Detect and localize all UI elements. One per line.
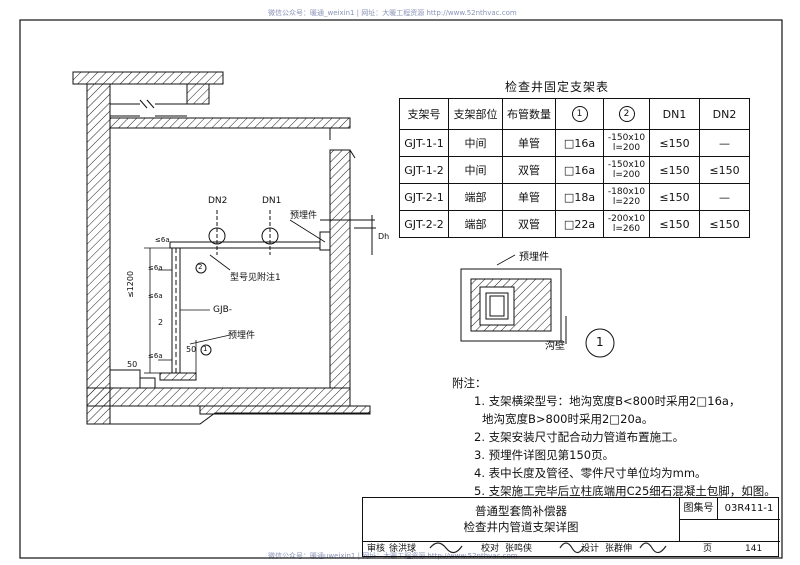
trench-wall-label: 沟壁 (545, 341, 565, 352)
atlas-number: 03R411-1 (718, 498, 780, 520)
dim-50b: 50 (127, 360, 138, 369)
design-label: 设计 (581, 544, 600, 554)
drawing-title: 普通型套筒补偿器 检查井内管道支架详图 (363, 498, 680, 542)
cell-no: GJT-2-2 (399, 210, 449, 238)
cell-pos: 端部 (448, 210, 503, 238)
dim-2: 2 (158, 318, 164, 327)
designer-name: 张群伸 (605, 544, 633, 554)
title-block-blank (680, 520, 780, 542)
detail-circle (585, 328, 615, 358)
cell-c1: □18a (555, 183, 604, 211)
b6a-label-3: ≤6a (148, 292, 163, 300)
cell-dn2: ≤150 (699, 210, 750, 238)
col-header: 布管数量 (502, 98, 556, 130)
cell-pos: 端部 (448, 183, 503, 211)
table-header-row: 支架号 支架部位 布管数量 1 2 DN1 DN2 (399, 98, 750, 130)
cell-dn2: — (699, 183, 750, 211)
detail-outer (460, 268, 562, 342)
notes-block: 附注： 1. 支架横梁型号：地沟宽度B<800时采用2□16a， 地沟宽度B>8… (452, 374, 776, 500)
col-header: DN1 (649, 98, 700, 130)
cell-count: 单管 (502, 129, 556, 157)
sheet-border (19, 19, 783, 559)
drawing-title-line2: 检查井内管道支架详图 (463, 520, 579, 534)
page-label: 页 (703, 544, 713, 554)
cell-count: 单管 (502, 183, 556, 211)
dim-50: 50 (186, 345, 197, 354)
detail-number: 1 (596, 335, 604, 349)
marker-2 (195, 262, 207, 274)
title-block: 普通型套筒补偿器 检查井内管道支架详图 图集号 03R411-1 审核 徐洪球 … (362, 497, 780, 557)
col-header: 支架部位 (448, 98, 503, 130)
check-label: 校对 (481, 544, 500, 554)
cell-dn1: ≤150 (649, 183, 700, 211)
checker-name: 张鸣侠 (505, 544, 533, 554)
note-item: 5. 支架施工完毕后立柱底端用C25细石混凝土包脚，如图。 (474, 484, 776, 498)
gjb-label: GJB- (213, 305, 233, 315)
embedded-label-2: 预埋件 (228, 331, 256, 341)
right-wall (329, 149, 351, 389)
cell-c1: □22a (555, 210, 604, 238)
cell-dn2: ≤150 (699, 156, 750, 184)
cell-count: 双管 (502, 156, 556, 184)
cell-no: GJT-1-1 (399, 129, 449, 157)
review-label: 审核 (367, 544, 386, 554)
support-table: 支架号 支架部位 布管数量 1 2 DN1 DN2 GJT-1-1 中间 单管 … (399, 98, 750, 238)
col-header: 2 (603, 98, 650, 130)
col-header: DN2 (699, 98, 750, 130)
cell-pos: 中间 (448, 156, 503, 184)
reviewer-name: 徐洪球 (389, 544, 417, 554)
note-item: 1. 支架横梁型号：地沟宽度B<800时采用2□16a， (474, 394, 741, 408)
floor-slab (86, 387, 351, 407)
dh-label: Dh (378, 232, 390, 241)
dn2-label: DN2 (208, 196, 228, 206)
note-item: 4. 表中长度及管径、零件尺寸单位均为mm。 (474, 466, 707, 480)
drawing-title-line1: 普通型套筒补偿器 (475, 504, 567, 518)
support-beam (169, 241, 331, 249)
cell-count: 双管 (502, 210, 556, 238)
col-header: 支架号 (399, 98, 449, 130)
cell-dn1: ≤150 (649, 156, 700, 184)
b6a-label-1: ≤6a (155, 236, 170, 244)
cell-dn2: — (699, 129, 750, 157)
cell-c1: □16a (555, 156, 604, 184)
model-note-label: 型号见附注1 (230, 273, 281, 283)
cell-dn1: ≤150 (649, 129, 700, 157)
cell-no: GJT-2-1 (399, 183, 449, 211)
dim-1200: ≤1200 (126, 270, 135, 298)
top-watermark: 微信公众号：暖通_weixin1 | 网址：大暖工程资源 http://www.… (268, 9, 517, 17)
table-title: 检查井固定支架表 (505, 80, 610, 94)
notes-heading: 附注： (452, 376, 487, 390)
note-item: 3. 预埋件详图见第150页。 (474, 448, 615, 462)
note-item: 地沟宽度B>800时采用2□20a。 (482, 412, 654, 426)
marker-1 (200, 344, 212, 356)
cell-c1: □16a (555, 129, 604, 157)
atlas-label: 图集号 (680, 498, 718, 520)
page-number: 141 (745, 544, 763, 554)
note-item: 2. 支架安装尺寸配合动力管道布置施工。 (474, 430, 685, 444)
left-wall (86, 83, 111, 425)
cell-no: GJT-1-2 (399, 156, 449, 184)
cell-pos: 中间 (448, 129, 503, 157)
embedded-label: 预埋件 (290, 211, 318, 221)
b6a-label-4: ≤6a (148, 352, 163, 360)
b6a-label-2: ≤6a (148, 264, 163, 272)
dn1-label: DN1 (262, 196, 282, 206)
cell-dn1: ≤150 (649, 210, 700, 238)
top-slab (72, 71, 224, 85)
marker-2-label: 2 (198, 263, 203, 271)
marker-1-label: 1 (203, 345, 208, 353)
embedded-label-3: 预埋件 (519, 252, 549, 263)
col-header: 1 (555, 98, 604, 130)
